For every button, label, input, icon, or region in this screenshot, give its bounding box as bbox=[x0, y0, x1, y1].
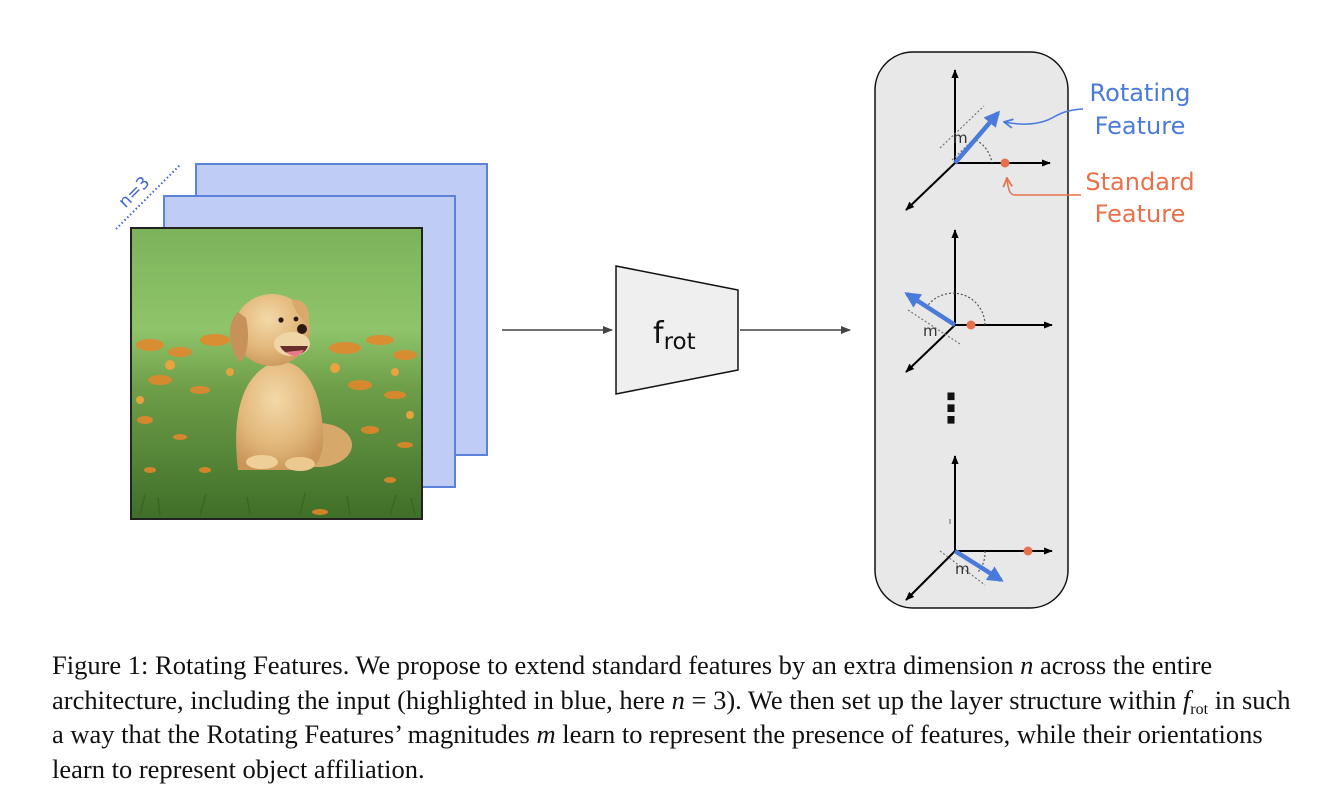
network-frot-label: frot bbox=[653, 316, 696, 355]
rotating-feature-vector-2 bbox=[904, 292, 957, 327]
standard-feature-dot-2 bbox=[966, 320, 976, 330]
input-image-frame bbox=[130, 227, 423, 520]
feature-axes-1: m bbox=[905, 69, 1051, 211]
rotating-feature-vector-1 bbox=[953, 110, 1001, 165]
standard-feature-dot-3 bbox=[1023, 546, 1033, 556]
feature-axes-2: m bbox=[904, 229, 1053, 373]
input-image-puppy bbox=[131, 228, 422, 519]
legend-rotating-pointer bbox=[1004, 108, 1084, 124]
magnitude-label-1: m bbox=[953, 129, 968, 147]
legend-standard-feature: Standard Feature bbox=[1007, 168, 1195, 228]
ellipsis: ⋮ bbox=[931, 386, 971, 432]
standard-feature-dot-1 bbox=[1000, 158, 1010, 168]
figure-diagram: n=3 bbox=[115, 51, 1195, 609]
magnitude-label-3: m bbox=[955, 560, 970, 578]
legend-rotating-feature: Rotating Feature bbox=[1004, 79, 1190, 140]
legend-rotating-line1: Rotating bbox=[1090, 79, 1191, 107]
rotating-feature-vector-3 bbox=[953, 549, 1004, 582]
legend-standard-line1: Standard bbox=[1085, 168, 1194, 196]
legend-standard-line2: Feature bbox=[1095, 200, 1186, 228]
legend-rotating-line2: Feature bbox=[1095, 112, 1186, 140]
rotating-features-panel bbox=[874, 51, 1069, 609]
legend-standard-pointer bbox=[1007, 178, 1081, 196]
magnitude-label-2: m bbox=[923, 322, 938, 340]
n-dimension-label: n=3 bbox=[115, 173, 154, 212]
feature-axes-3: m bbox=[905, 455, 1053, 601]
network-frot-block bbox=[615, 265, 739, 395]
n-dimension-dotted-line bbox=[115, 163, 182, 230]
figure-caption: Figure 1: Rotating Features. We propose … bbox=[52, 650, 1291, 784]
